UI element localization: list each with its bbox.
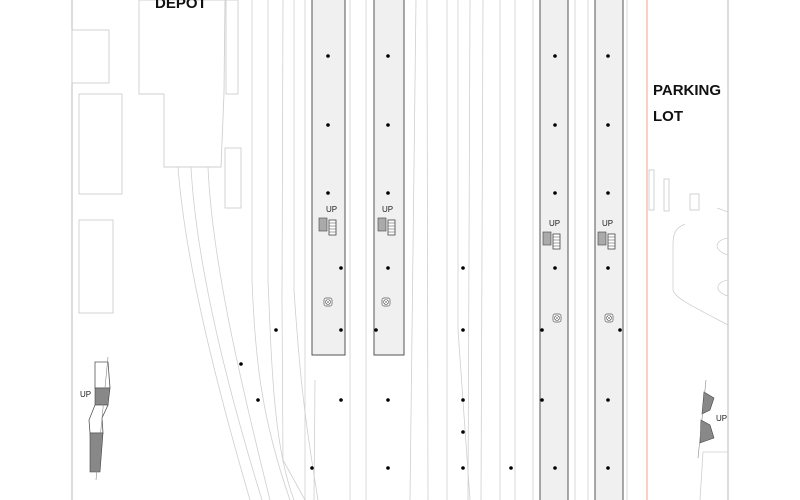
elevator-icon	[318, 217, 328, 232]
column-dot-icon	[326, 191, 330, 195]
column-dot-icon	[386, 266, 390, 270]
building	[78, 219, 114, 314]
stair-icon	[607, 233, 616, 250]
column-dot-icon	[606, 123, 610, 127]
column-dot-icon	[553, 466, 557, 470]
column-dot-icon	[461, 430, 465, 434]
column-dot-icon	[386, 191, 390, 195]
stair-up-label: UP	[80, 390, 91, 399]
column-dot-icon	[606, 191, 610, 195]
parking-lot-label-line1: PARKING	[653, 82, 721, 99]
stair-left	[88, 356, 111, 481]
column-dot-icon	[326, 54, 330, 58]
platform-4	[594, 0, 624, 500]
stair-right	[697, 379, 715, 459]
column-dot-icon	[256, 398, 260, 402]
parking-lot-linework	[648, 169, 729, 500]
escalator-icon-ring	[325, 299, 331, 305]
platform-fixtures	[239, 54, 622, 470]
annex-building	[225, 0, 239, 95]
column-dot-icon	[606, 266, 610, 270]
column-dot-icon	[326, 123, 330, 127]
depot-label: DEPOT	[155, 0, 207, 12]
escalator-icon-cross	[384, 300, 388, 304]
stair-icon	[387, 219, 396, 236]
stair-icon	[552, 233, 561, 250]
stair-up-label: UP	[326, 205, 337, 214]
escalator-icon-cross	[555, 316, 559, 320]
buildings-left	[71, 0, 242, 314]
escalator-icon-ring	[554, 315, 560, 321]
column-dot-icon	[461, 266, 465, 270]
stair-up-label: UP	[382, 205, 393, 214]
column-dot-icon	[386, 54, 390, 58]
stair-icon	[328, 219, 337, 236]
column-dot-icon	[274, 328, 278, 332]
column-dot-icon	[540, 398, 544, 402]
column-dot-icon	[540, 328, 544, 332]
column-dot-icon	[386, 123, 390, 127]
column-dot-icon	[339, 398, 343, 402]
column-dot-icon	[386, 398, 390, 402]
escalator-icon-cross	[326, 300, 330, 304]
column-dot-icon	[606, 398, 610, 402]
column-dot-icon	[461, 466, 465, 470]
column-dot-icon	[461, 398, 465, 402]
column-dot-icon	[339, 266, 343, 270]
tracks	[177, 0, 589, 500]
platform-1	[311, 0, 346, 356]
column-dot-icon	[553, 54, 557, 58]
column-dot-icon	[339, 328, 343, 332]
column-dot-icon	[461, 328, 465, 332]
column-dot-icon	[310, 466, 314, 470]
column-dot-icon	[618, 328, 622, 332]
parking-lot-label-line2: LOT	[653, 108, 683, 125]
column-dot-icon	[606, 466, 610, 470]
column-dot-icon	[553, 123, 557, 127]
building	[224, 147, 242, 209]
escalator-icon-ring	[606, 315, 612, 321]
column-dot-icon	[606, 54, 610, 58]
column-dot-icon	[553, 191, 557, 195]
stair-up-label: UP	[602, 219, 613, 228]
elevator-icon	[542, 231, 552, 246]
platform-2	[373, 0, 405, 356]
column-dot-icon	[386, 466, 390, 470]
stair-up-label: UP	[549, 219, 560, 228]
elevator-icon	[377, 217, 387, 232]
column-dot-icon	[374, 328, 378, 332]
column-dot-icon	[553, 266, 557, 270]
elevator-icon	[597, 231, 607, 246]
escalator-icon-ring	[383, 299, 389, 305]
stair-up-label: UP	[716, 414, 727, 423]
column-dot-icon	[509, 466, 513, 470]
building	[78, 93, 123, 195]
platform-3	[539, 0, 569, 500]
building	[71, 29, 110, 84]
escalator-icon-cross	[607, 316, 611, 320]
column-dot-icon	[239, 362, 243, 366]
depot-building	[138, 0, 226, 168]
